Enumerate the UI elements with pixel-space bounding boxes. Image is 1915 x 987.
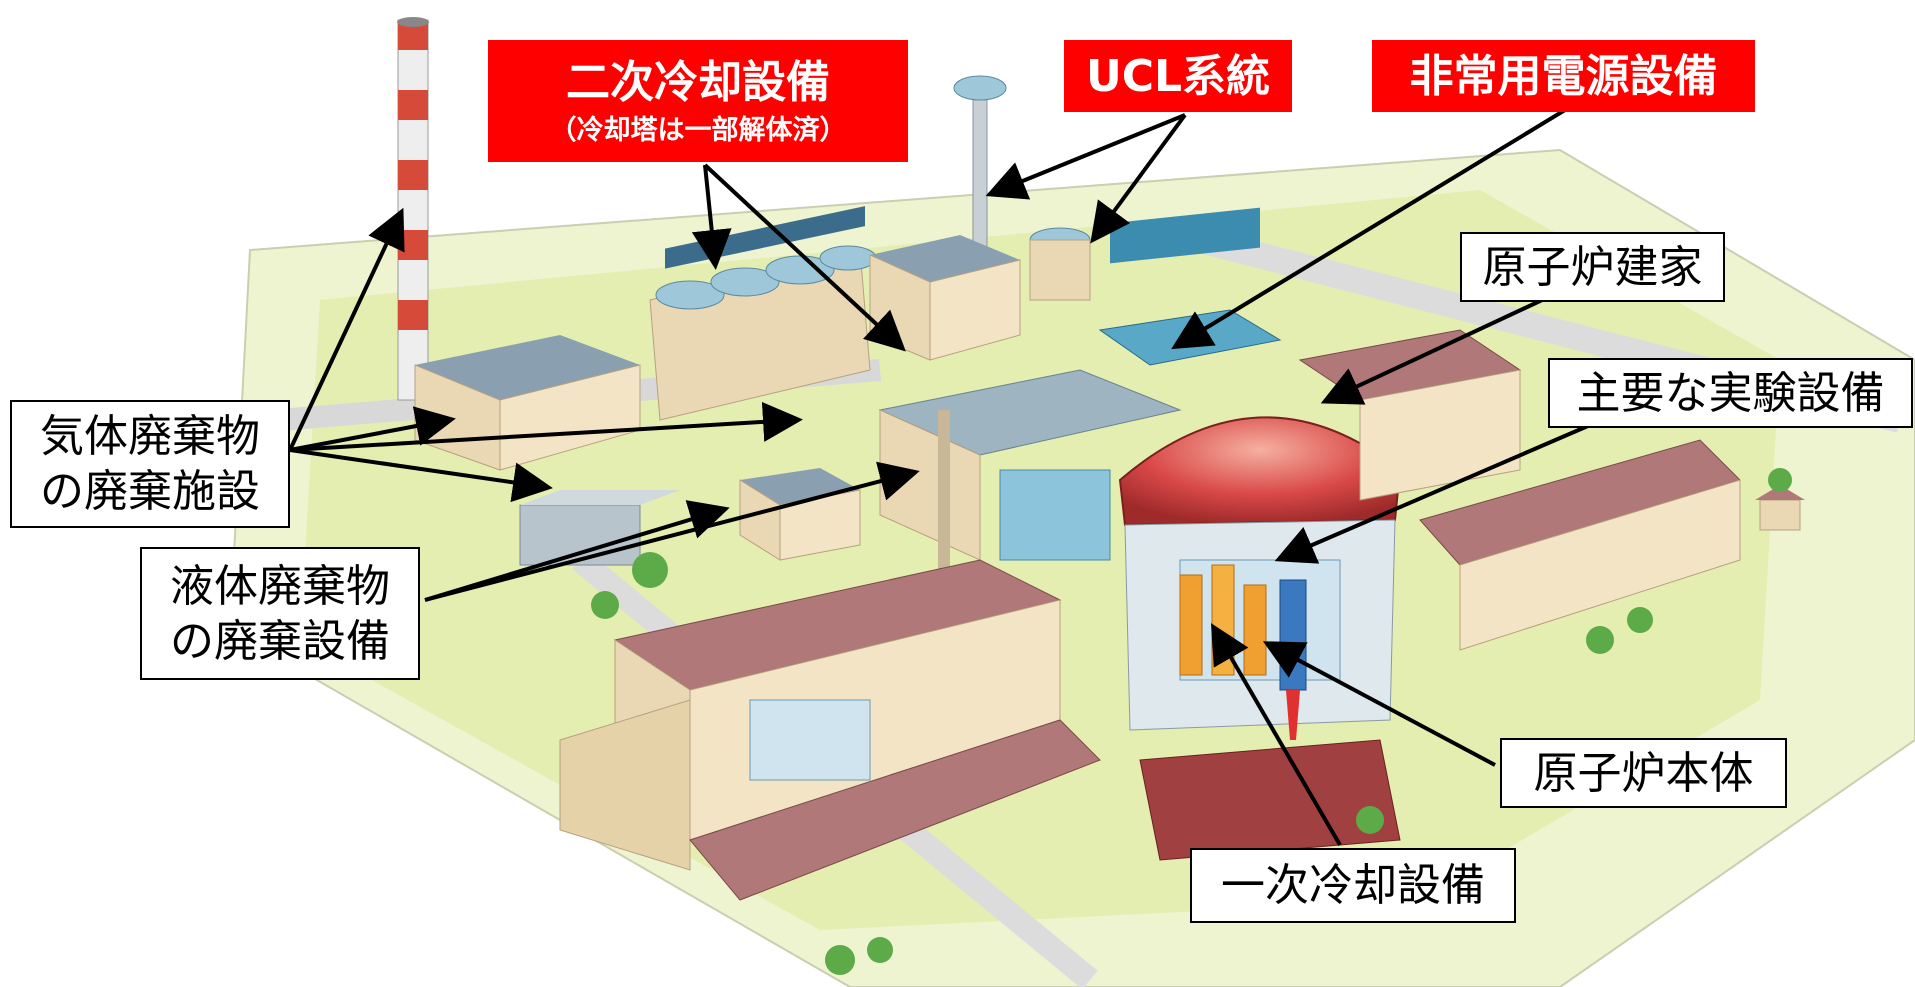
label-reactor-building: 原子炉建家 — [1460, 232, 1725, 302]
label-gaseous-waste-line1: 気体廃棄物 — [40, 411, 260, 462]
label-secondary-cooling: 二次冷却設備 （冷却塔は一部解体済） — [488, 40, 908, 162]
reactor-building-dome — [1118, 416, 1402, 731]
label-reactor-vessel: 原子炉本体 — [1500, 738, 1787, 808]
trees — [591, 468, 1792, 975]
cooling-towers — [649, 206, 877, 421]
right-wing-buildings — [1298, 329, 1805, 651]
label-liquid-waste-line2: の廃棄設備 — [170, 615, 390, 667]
label-main-experimental: 主要な実験設備 — [1548, 358, 1913, 428]
ucl-facility — [869, 75, 1091, 361]
label-liquid-waste-line1: 液体廃棄物 — [170, 560, 390, 612]
label-secondary-cooling-title: 二次冷却設備 — [566, 56, 830, 108]
label-gaseous-waste-line2: の廃棄施設 — [40, 466, 260, 517]
label-ucl-system: UCL系統 — [1064, 40, 1292, 112]
central-hall — [878, 369, 1182, 580]
label-secondary-cooling-note: （冷却塔は一部解体済） — [549, 114, 847, 146]
liquid-waste-building — [739, 468, 861, 561]
reactor-core-equipment — [1139, 564, 1401, 861]
label-gaseous-waste: 気体廃棄物 の廃棄施設 — [10, 400, 290, 528]
exhaust-stack — [397, 17, 429, 401]
label-liquid-waste: 液体廃棄物 の廃棄設備 — [140, 547, 420, 680]
front-building — [559, 559, 1101, 901]
label-emergency-power: 非常用電源設備 — [1372, 40, 1755, 112]
label-primary-cooling: 一次冷却設備 — [1190, 848, 1516, 923]
